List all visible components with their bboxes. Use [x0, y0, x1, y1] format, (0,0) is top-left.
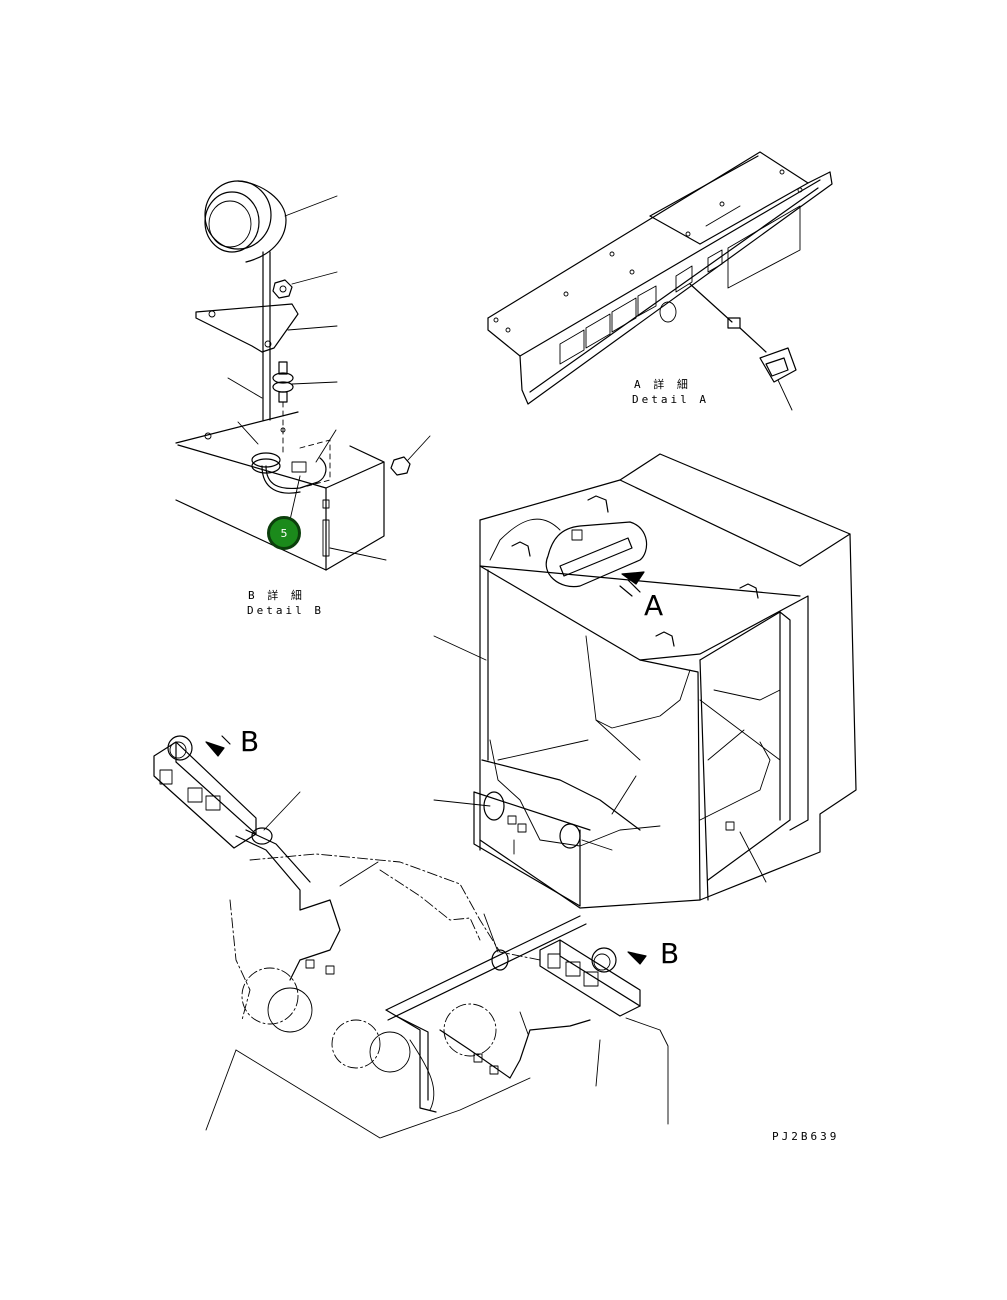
detail-a-jp-label: A 詳 細: [634, 378, 691, 391]
chassis-harness-assembly: [153, 735, 669, 1139]
view-label-a: A: [644, 589, 664, 622]
view-label-b-bottom: B: [660, 937, 680, 970]
detail-b-en-label: Detail B: [247, 604, 324, 617]
cab-assembly: [433, 453, 857, 909]
detail-b-jp-label: B 詳 細: [248, 589, 305, 602]
detail-a-en-label: Detail A: [632, 393, 709, 406]
drawing-number: PJ2B639: [772, 1130, 840, 1143]
callout-5-label: 5: [280, 526, 288, 540]
callout-5[interactable]: 5: [267, 516, 301, 550]
detail-b-beacon-assembly: [175, 180, 431, 571]
detail-a-panel-assembly: [487, 151, 833, 411]
view-label-b-top: B: [240, 725, 260, 758]
